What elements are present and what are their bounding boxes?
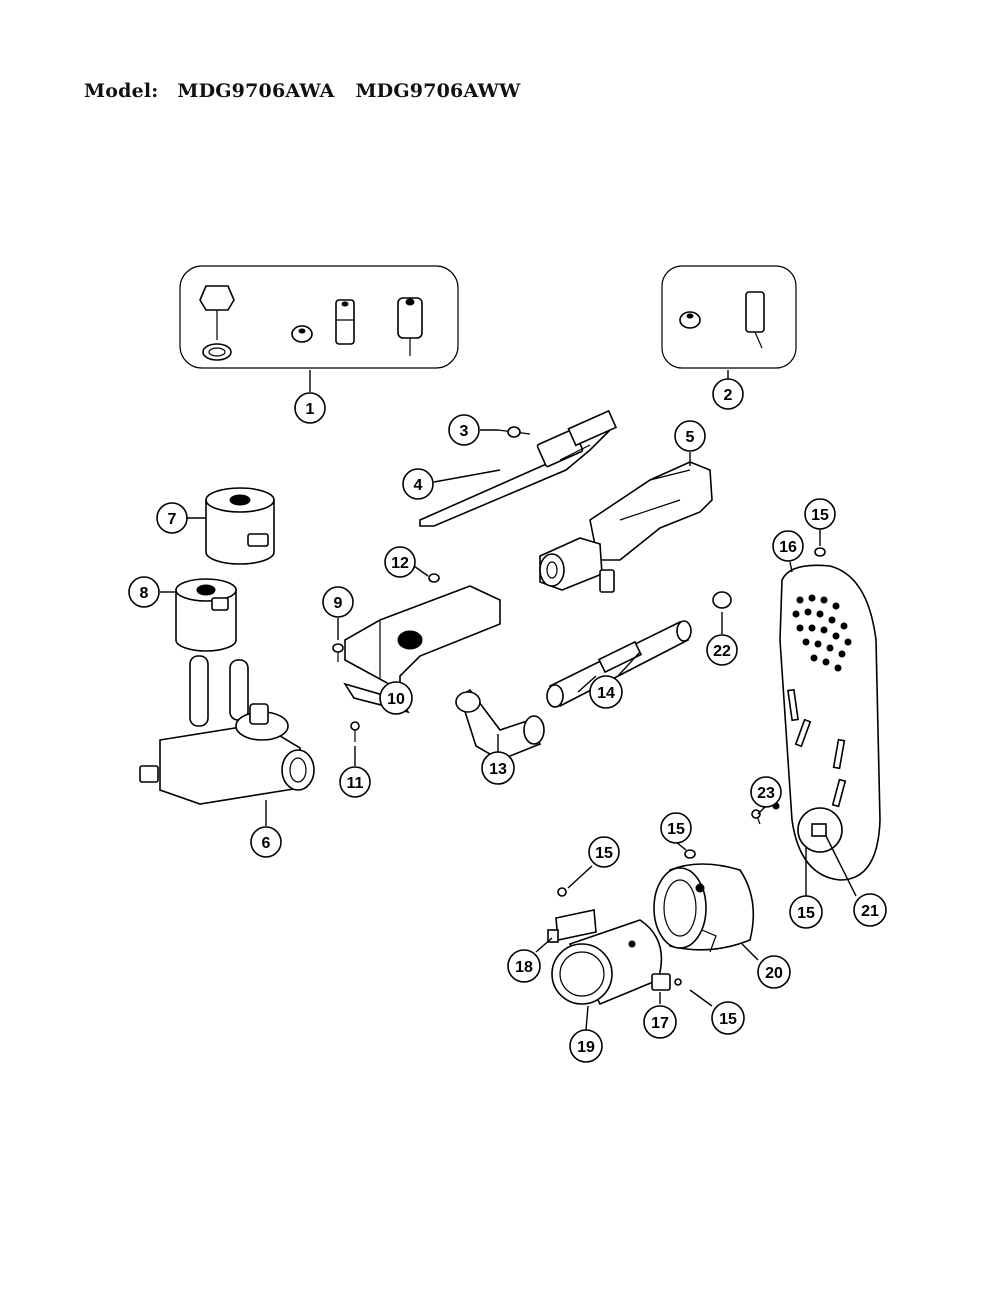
callout-7: 7: [156, 502, 188, 534]
part-4-ignitor-bracket: [419, 409, 618, 527]
part-7-coil: [205, 487, 275, 565]
callout-15-left: 15: [588, 836, 620, 868]
part-6-gas-valve: [139, 655, 315, 805]
part-18-sensor-bracket: [547, 909, 597, 943]
leader-lines: [160, 370, 857, 1031]
callout-5-number: 5: [686, 429, 695, 446]
callout-22: 22: [706, 634, 738, 666]
callout-15-top-number: 15: [811, 507, 829, 524]
kit-box-1: [179, 265, 459, 369]
part-12-screw: [428, 573, 440, 583]
callout-4-number: 4: [414, 477, 423, 494]
callout-20-number: 20: [765, 965, 783, 982]
callout-12: 12: [384, 546, 416, 578]
callout-7-number: 7: [168, 511, 177, 528]
panel-holes: [792, 594, 852, 672]
callout-11-number: 11: [347, 775, 364, 792]
part-15-screw-top: [814, 547, 826, 557]
callout-14-number: 14: [597, 685, 615, 702]
callout-2-number: 2: [724, 387, 733, 404]
callout-16: 16: [772, 530, 804, 562]
callout-15-center: 15: [660, 812, 692, 844]
callout-9: 9: [322, 586, 354, 618]
callout-18: 18: [507, 949, 541, 983]
callout-16-number: 16: [779, 539, 797, 556]
callout-3-number: 3: [460, 423, 469, 440]
callout-15-bottom-number: 15: [719, 1011, 737, 1028]
callout-6: 6: [250, 826, 282, 858]
callout-3: 3: [448, 414, 480, 446]
callout-8: 8: [128, 576, 160, 608]
callout-17: 17: [643, 1005, 677, 1039]
callout-10: 10: [379, 681, 413, 715]
callout-1: 1: [294, 392, 326, 424]
part-9-screw: [332, 643, 344, 662]
callout-14: 14: [589, 675, 623, 709]
part-20-combustion-chamber: [653, 863, 755, 953]
model-number-2: MDG9706AWW: [355, 80, 521, 102]
part-5-burner-assembly: [539, 461, 713, 593]
callout-20: 20: [757, 955, 791, 989]
callout-13-number: 13: [489, 761, 507, 778]
model-number-1: MDG9706AWA: [177, 80, 335, 102]
callout-23: 23: [750, 776, 782, 808]
callout-10-number: 10: [387, 691, 405, 708]
callout-19: 19: [569, 1029, 603, 1063]
callout-5: 5: [674, 420, 706, 452]
callout-17-number: 17: [651, 1015, 669, 1032]
callout-12-number: 12: [391, 555, 409, 572]
part-11-screw: [350, 721, 360, 742]
part-3-screw: [497, 426, 531, 438]
part-23-screw: [751, 809, 761, 825]
callout-15-bottom: 15: [711, 1001, 745, 1035]
part-15-screw-mid: [684, 849, 696, 859]
callout-19-number: 19: [577, 1039, 595, 1056]
callout-21: 21: [853, 893, 887, 927]
callout-8-number: 8: [140, 585, 149, 602]
part-14-pipe: [546, 620, 692, 708]
callout-6-number: 6: [262, 835, 271, 852]
callout-15-right: 15: [789, 895, 823, 929]
part-10-burner-bracket: [343, 585, 501, 714]
part-15-screw-left: [557, 887, 567, 897]
part-8-coil: [175, 578, 237, 652]
callout-18-number: 18: [515, 959, 533, 976]
callout-21-number: 21: [861, 903, 879, 920]
callout-15-top: 15: [804, 498, 836, 530]
callout-23-number: 23: [757, 785, 775, 802]
part-22-plug: [712, 591, 732, 609]
kit-box-2: [661, 265, 797, 369]
callout-15-left-number: 15: [595, 845, 613, 862]
callout-1-number: 1: [306, 401, 315, 418]
callout-13: 13: [481, 751, 515, 785]
callout-4: 4: [402, 468, 434, 500]
callout-9-number: 9: [334, 595, 343, 612]
part-16-back-panel: [772, 564, 881, 881]
callout-15-right-number: 15: [797, 905, 815, 922]
callout-22-number: 22: [713, 643, 731, 660]
part-13-elbow: [455, 688, 545, 761]
callout-15-center-number: 15: [667, 821, 685, 838]
model-label: Model:: [84, 80, 159, 102]
part-17-flame-sensor: [651, 973, 682, 991]
callout-2: 2: [712, 378, 744, 410]
callout-11: 11: [339, 766, 371, 798]
model-header: Model: MDG9706AWA MDG9706AWW: [84, 80, 535, 102]
